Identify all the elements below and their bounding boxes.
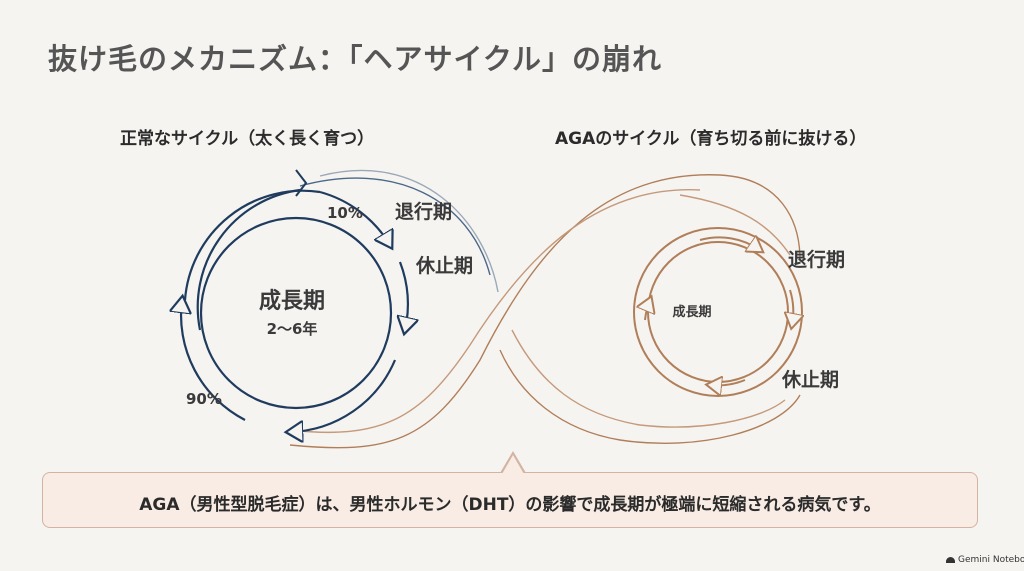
normal-cycle-arc-right (400, 261, 408, 330)
normal-cycle-outer-arc-left (196, 188, 301, 331)
left-top-loop-line (299, 177, 491, 276)
aga-catagen-label: 退行期 (788, 248, 845, 271)
normal-anagen-duration: 2〜6年 (267, 320, 318, 338)
normal-cycle-arc-top (319, 190, 390, 245)
aga-cycle-heading: AGAのサイクル（育ち切る前に抜ける） (555, 129, 867, 149)
brand-mark: Gemini Notebook (946, 555, 1024, 565)
normal-cycle-heading: 正常なサイクル（太く長く育つ） (120, 129, 375, 149)
normal-pct-bottom: 90% (186, 390, 222, 408)
right-bottom-loop-line (499, 349, 801, 444)
normal-cycle-arc-left (181, 300, 246, 421)
infinity-connector (289, 169, 801, 449)
aga-cycle (633, 227, 803, 397)
aga-arc-left (645, 300, 650, 321)
normal-pct-top: 10% (327, 204, 363, 222)
aga-cycle-outer-ring (633, 227, 803, 397)
callout-text: AGA（男性型脱毛症）は、男性ホルモン（DHT）の影響で成長期が極端に短縮される… (139, 495, 881, 515)
aga-arc-top (699, 237, 760, 250)
aga-telogen-label: 休止期 (781, 369, 839, 391)
cross-line-2 (289, 189, 701, 433)
brand-label: Gemini Notebook (958, 555, 1024, 565)
normal-cycle-outer-arc-left-2 (183, 189, 321, 301)
right-bottom-loop-line-faint (511, 329, 786, 428)
aga-cycle-inner-ring (647, 241, 789, 383)
normal-cycle (181, 169, 408, 432)
aga-arc-bottom (710, 380, 746, 385)
explanation-callout: AGA（男性型脱毛症）は、男性ホルモン（DHT）の影響で成長期が極端に短縮される… (42, 472, 978, 528)
normal-catagen-label: 退行期 (395, 200, 452, 223)
aga-arc-right (790, 289, 793, 325)
top-arrow-head (295, 169, 308, 197)
cloud-icon (946, 557, 955, 563)
normal-telogen-label: 休止期 (415, 255, 473, 277)
cross-line-1 (289, 174, 801, 449)
page-title: 抜け毛のメカニズム：「ヘアサイクル」の崩れ (48, 42, 663, 76)
left-top-loop-line-faint (319, 169, 499, 293)
right-top-loop-line (679, 194, 791, 256)
normal-cycle-arc-bottom (290, 359, 397, 432)
callout-pointer-fill (502, 455, 524, 474)
normal-cycle-inner-ring (199, 216, 393, 410)
aga-anagen-label: 成長期 (672, 304, 711, 320)
normal-anagen-label: 成長期 (259, 289, 325, 314)
